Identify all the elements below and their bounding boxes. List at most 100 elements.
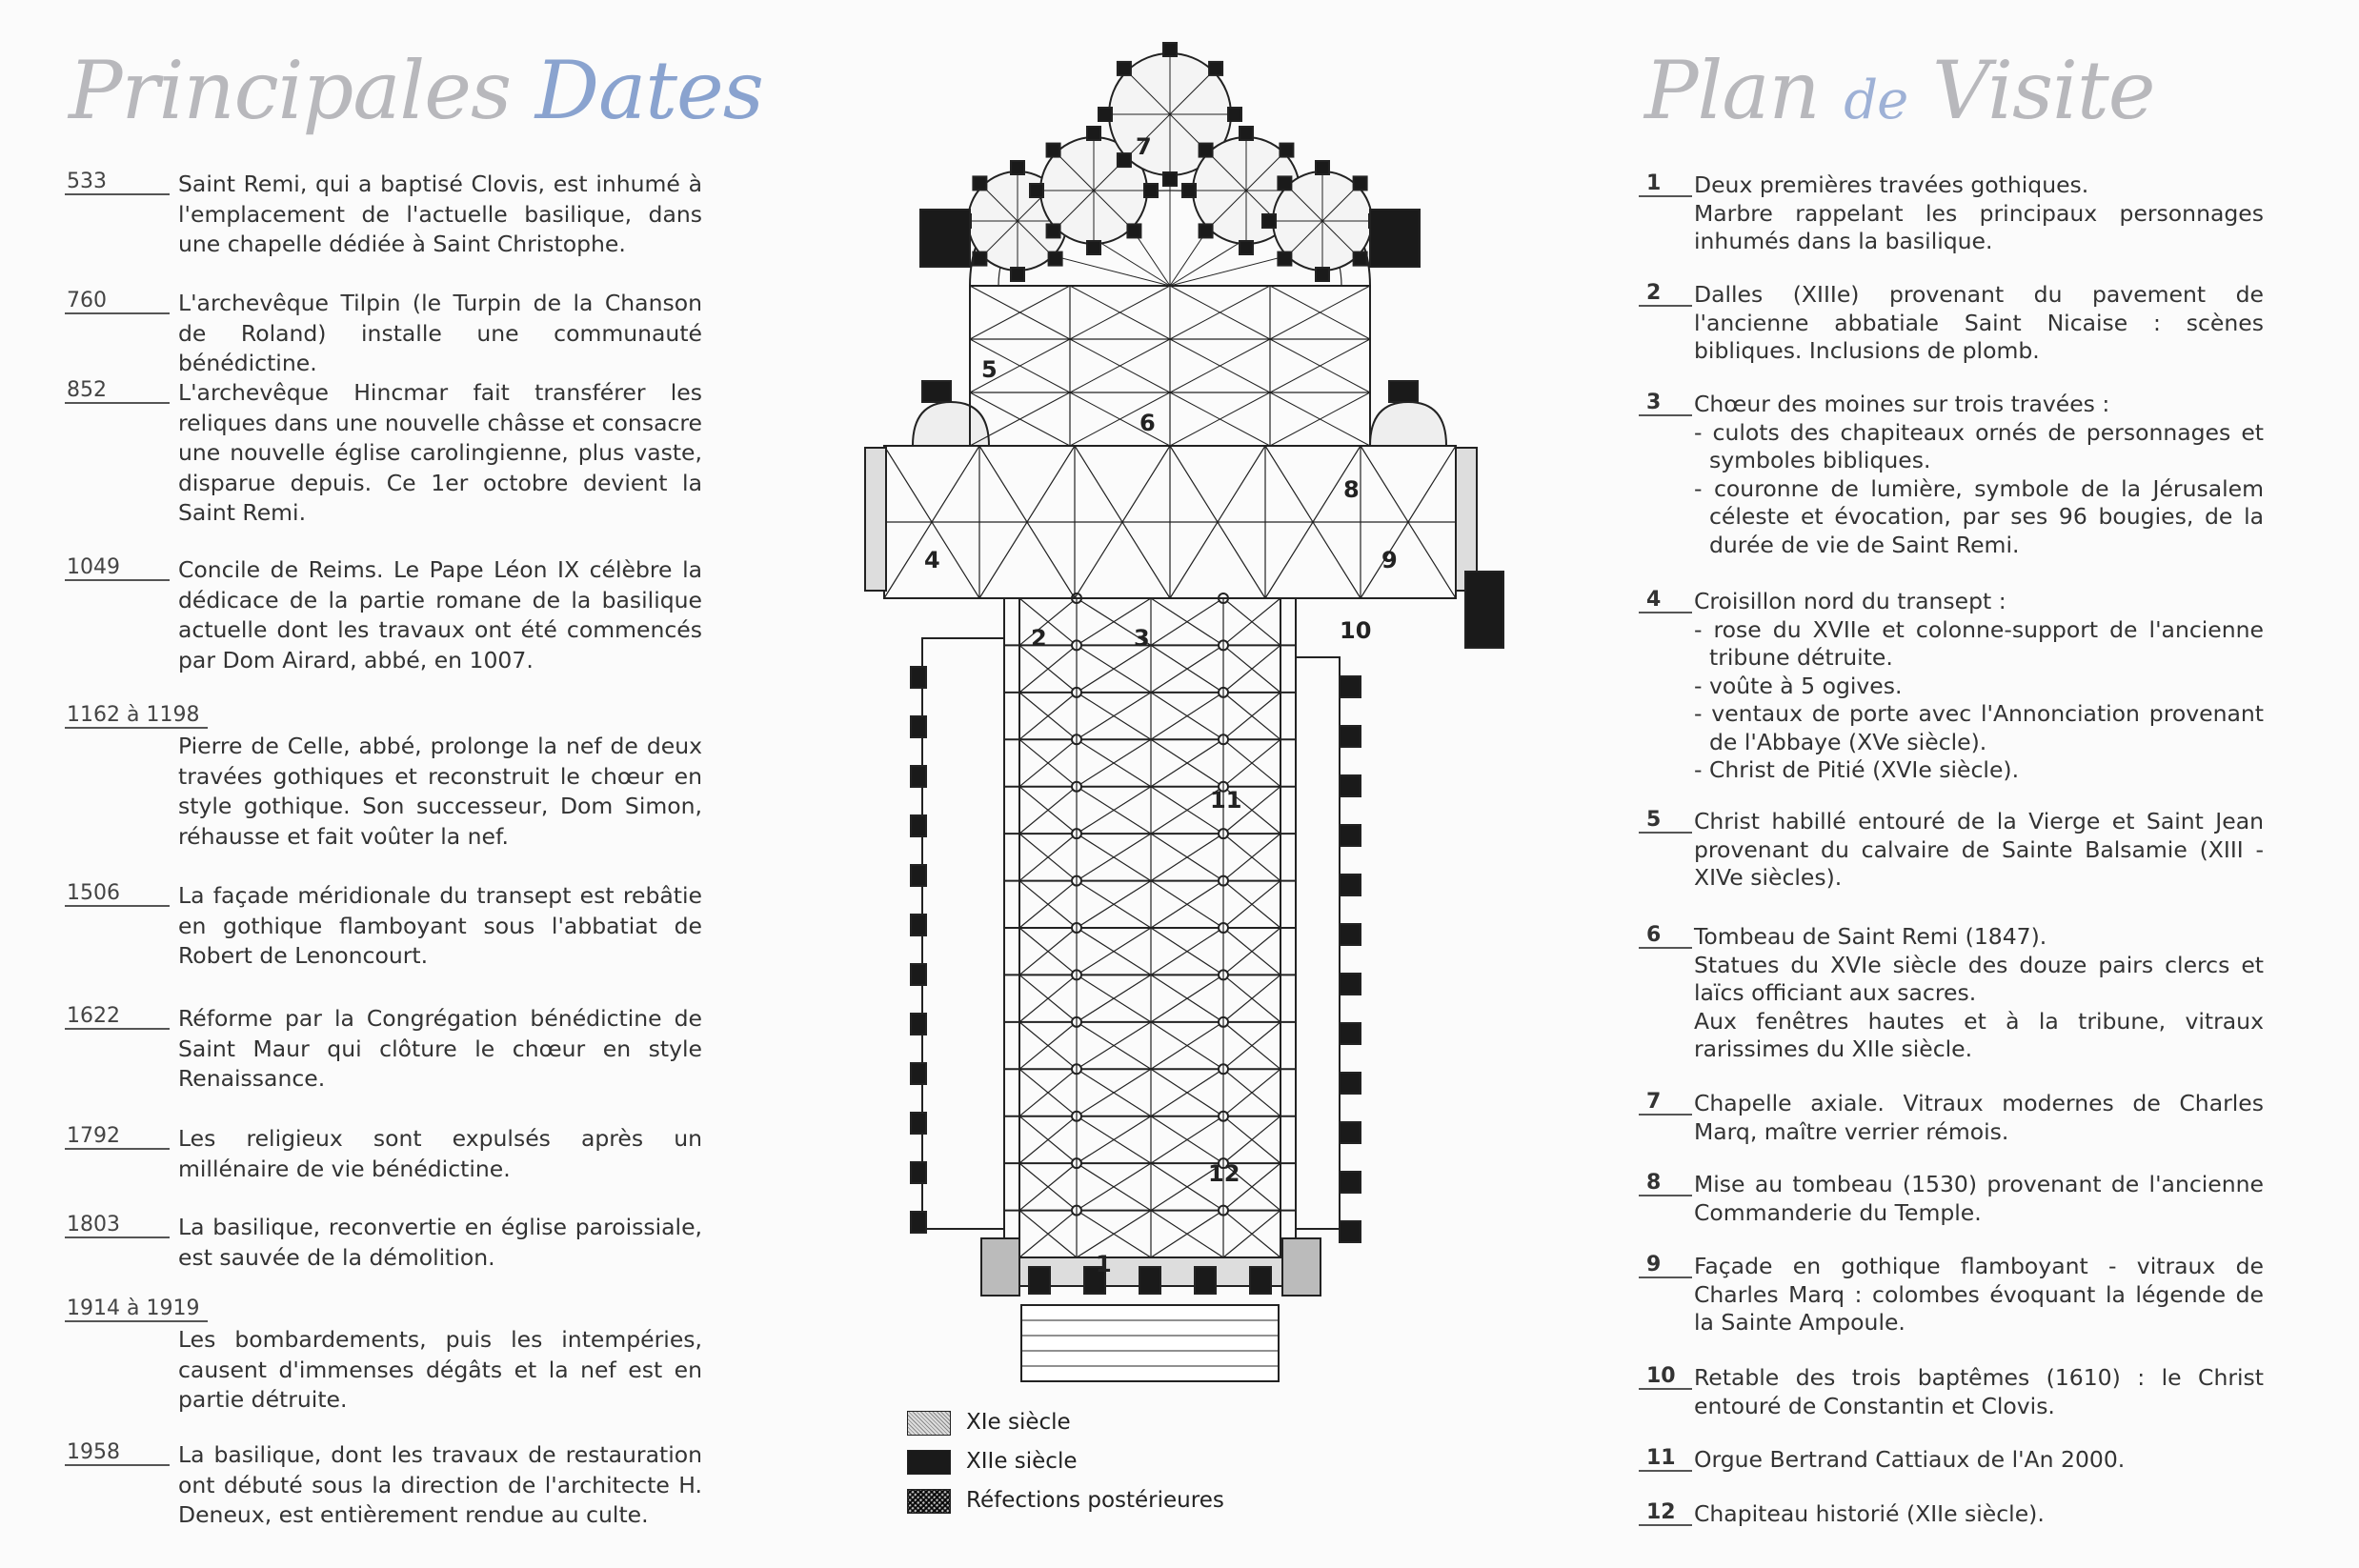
visit-description: Façade en gothique flamboyant - vitraux …	[1694, 1253, 2264, 1337]
visit-title-part3: Visite	[1931, 44, 2155, 137]
choir-rib	[1069, 392, 1171, 447]
dates-title-part2: Dates	[534, 44, 764, 137]
visit-title-part1: Plan	[1644, 44, 1821, 137]
buttress	[910, 914, 927, 936]
choir-rib	[969, 392, 1071, 447]
visit-line: Marbre rappelant les principaux personna…	[1694, 199, 2264, 255]
chapel-buttress	[1277, 251, 1293, 267]
visit-number: 2	[1639, 281, 1692, 307]
buttress	[1339, 1220, 1361, 1243]
buttress	[1339, 874, 1361, 896]
vault-rib	[1018, 833, 1078, 882]
date-year: 1803	[65, 1213, 170, 1238]
date-year: 1958	[65, 1440, 170, 1466]
chapel-buttress	[1198, 142, 1214, 158]
vault-rib	[1150, 1068, 1224, 1117]
visit-line: Mise au tombeau (1530) provenant de l'an…	[1694, 1171, 2264, 1226]
legend-swatch-refections	[907, 1488, 951, 1514]
legend-label-refections: Réfections postérieures	[966, 1488, 1224, 1513]
date-description: L'archevêque Tilpin (le Turpin de la Cha…	[178, 290, 702, 376]
facade-pier	[1194, 1266, 1217, 1295]
chapel-rib	[1126, 113, 1171, 158]
chapel-rib	[1245, 152, 1284, 191]
apse-buttress	[1369, 209, 1421, 268]
south-transept-wall	[1455, 447, 1478, 592]
chapel-rib	[1208, 190, 1247, 229]
vault-rib	[1076, 1116, 1152, 1164]
buttress	[1339, 923, 1361, 946]
chapel-buttress	[972, 251, 988, 267]
visit-line: Dalles (XIIIe) provenant du pavement de …	[1694, 281, 2264, 364]
legend-label-xi: XIe siècle	[966, 1410, 1071, 1435]
vault-rib	[1018, 880, 1078, 929]
choir-rib	[969, 285, 1071, 340]
buttress	[910, 666, 927, 689]
date-description: Pierre de Celle, abbé, prolonge la nef d…	[178, 733, 702, 850]
plan-number-label: 8	[1343, 476, 1360, 503]
visit-description: Christ habillé entouré de la Vierge et S…	[1694, 808, 2264, 893]
buttress	[910, 715, 927, 738]
visit-description: Chœur des moines sur trois travées :- cu…	[1694, 391, 2264, 559]
vault-rib	[1150, 1210, 1224, 1258]
visit-number: 8	[1639, 1171, 1692, 1196]
vault-rib	[1076, 927, 1152, 975]
plan-number-label: 11	[1210, 787, 1241, 814]
date-description: Réforme par la Congrégation bénédictine …	[178, 1005, 702, 1092]
visit-line: Christ habillé entouré de la Vierge et S…	[1694, 808, 2264, 891]
vault-rib	[1222, 1021, 1281, 1070]
chapel-buttress	[1162, 42, 1178, 57]
legend-label-xii: XIIe siècle	[966, 1449, 1078, 1474]
visit-number: 7	[1639, 1090, 1692, 1116]
vault-rib	[1150, 738, 1224, 788]
chapel-buttress	[1086, 126, 1101, 141]
chapel-rib	[1126, 70, 1171, 115]
vault-rib	[1076, 786, 1152, 834]
facade-pier	[1028, 1266, 1051, 1295]
apse-buttress	[921, 380, 952, 403]
chapel-buttress	[972, 175, 988, 191]
vault-rib	[1018, 1116, 1078, 1164]
date-year: 1049	[65, 555, 170, 581]
visit-line: Orgue Bertrand Cattiaux de l'An 2000.	[1694, 1446, 2126, 1473]
plan-number-label: 5	[981, 356, 998, 383]
chapel-buttress	[1143, 183, 1159, 198]
visit-description: Chapelle axiale. Vitraux modernes de Cha…	[1694, 1090, 2264, 1146]
vault-rib	[1222, 738, 1281, 788]
chapel-buttress	[1277, 175, 1293, 191]
buttress	[910, 864, 927, 887]
buttress	[910, 1112, 927, 1135]
vault-rib	[1222, 644, 1281, 694]
legend-item-xi: XIe siècle	[907, 1410, 1071, 1436]
visit-line: Statues du XVIe siècle des douze pairs c…	[1694, 951, 2264, 1007]
visit-number: 3	[1639, 391, 1692, 416]
date-year: 1792	[65, 1124, 170, 1150]
vault-rib	[1222, 880, 1281, 929]
vault-rib	[1018, 644, 1078, 694]
vault-rib	[1222, 1162, 1281, 1212]
date-year: 1162 à 1198	[65, 703, 208, 729]
vault-rib	[1076, 1162, 1152, 1212]
chapel-buttress	[1315, 267, 1330, 282]
visit-description: Croisillon nord du transept :- rose du X…	[1694, 588, 2264, 785]
chapel-rib	[1321, 220, 1359, 257]
south-aisle-outline	[1295, 656, 1341, 1230]
chapel-buttress	[1116, 152, 1132, 169]
buttress	[1339, 774, 1361, 797]
visit-number: 1	[1639, 171, 1692, 197]
vault-rib	[1076, 738, 1152, 788]
chapel-rib	[1017, 220, 1054, 257]
chapel-buttress	[1315, 160, 1330, 175]
visit-line: - rose du XVIIe et colonne-support de l'…	[1694, 615, 2264, 672]
visit-line: Façade en gothique flamboyant - vitraux …	[1694, 1253, 2264, 1336]
chapel-rib	[1056, 190, 1095, 229]
vault-rib	[1018, 597, 1078, 646]
choir-rib	[1069, 338, 1171, 393]
chapel-rib	[981, 185, 1018, 222]
chapel-buttress	[1098, 107, 1113, 122]
chapel-buttress	[1208, 60, 1224, 76]
north-aisle-outline	[921, 637, 1005, 1230]
vault-rib	[1150, 1021, 1224, 1070]
chapel-buttress	[1029, 183, 1044, 198]
